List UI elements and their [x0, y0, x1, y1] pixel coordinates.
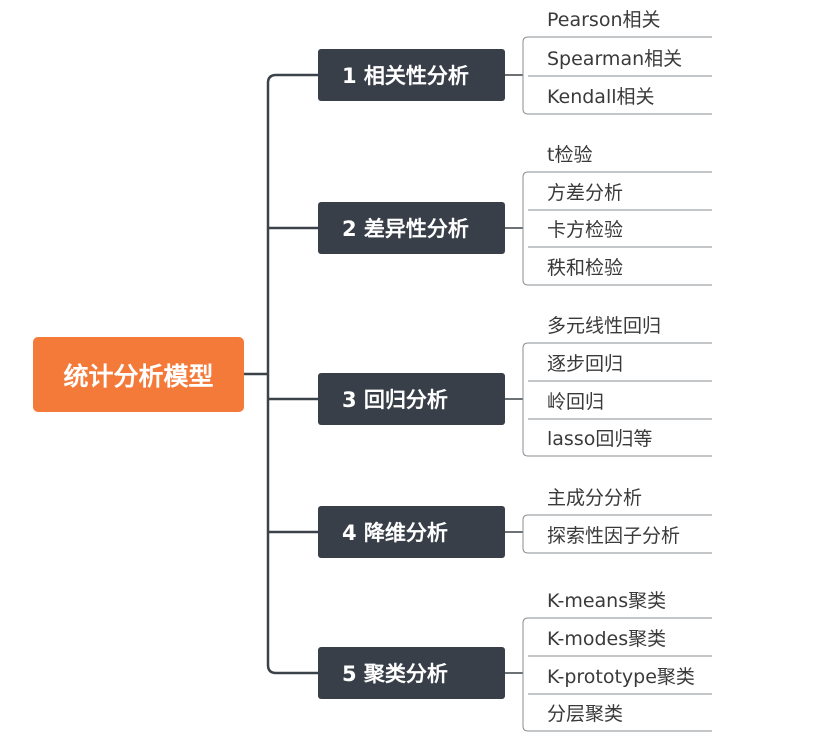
branch-label: 2 差异性分析 [342, 217, 469, 241]
branch-label: 3 回归分析 [342, 388, 448, 412]
leaf-node[interactable]: 主成分分析 [547, 487, 643, 509]
root-node[interactable]: 统计分析模型 [33, 337, 244, 412]
leaf-node[interactable]: K-means聚类 [547, 590, 667, 612]
leaf-node[interactable]: lasso回归等 [547, 428, 653, 450]
leaf-node[interactable]: 岭回归 [547, 391, 605, 413]
leaf-node[interactable]: Pearson相关 [547, 9, 661, 31]
leaf-brace [522, 342, 529, 457]
leaf-node[interactable]: Spearman相关 [547, 48, 683, 70]
branch-node[interactable]: 2 差异性分析 [318, 202, 505, 254]
leaf-node[interactable]: 方差分析 [547, 182, 624, 204]
branch-node[interactable]: 5 聚类分析 [318, 647, 505, 699]
leaf-node[interactable]: K-modes聚类 [547, 628, 667, 650]
branch-label: 4 降维分析 [342, 521, 448, 545]
leaf-node[interactable]: t检验 [547, 144, 593, 166]
leaf-node[interactable]: 卡方检验 [547, 219, 624, 241]
leaf-node[interactable]: 多元线性回归 [547, 315, 662, 337]
leaf-node[interactable]: K-prototype聚类 [547, 666, 695, 688]
branch-node[interactable]: 4 降维分析 [318, 506, 505, 558]
leaf-node[interactable]: 分层聚类 [547, 703, 624, 725]
leaf-node[interactable]: 逐步回归 [547, 353, 624, 375]
branch-node[interactable]: 3 回归分析 [318, 373, 505, 425]
leaf-brace [522, 36, 529, 115]
leaf-brace [522, 617, 529, 732]
root-label: 统计分析模型 [63, 361, 214, 391]
branch-label: 1 相关性分析 [342, 64, 469, 88]
leaf-node[interactable]: Kendall相关 [547, 86, 655, 108]
leaf-node[interactable]: 探索性因子分析 [547, 525, 681, 547]
trunk-line [266, 73, 318, 675]
branch-node[interactable]: 1 相关性分析 [318, 49, 505, 101]
leaf-node[interactable]: 秩和检验 [547, 257, 624, 279]
leaf-brace [522, 171, 529, 286]
branch-label: 5 聚类分析 [342, 662, 448, 686]
leaf-brace [522, 514, 529, 554]
